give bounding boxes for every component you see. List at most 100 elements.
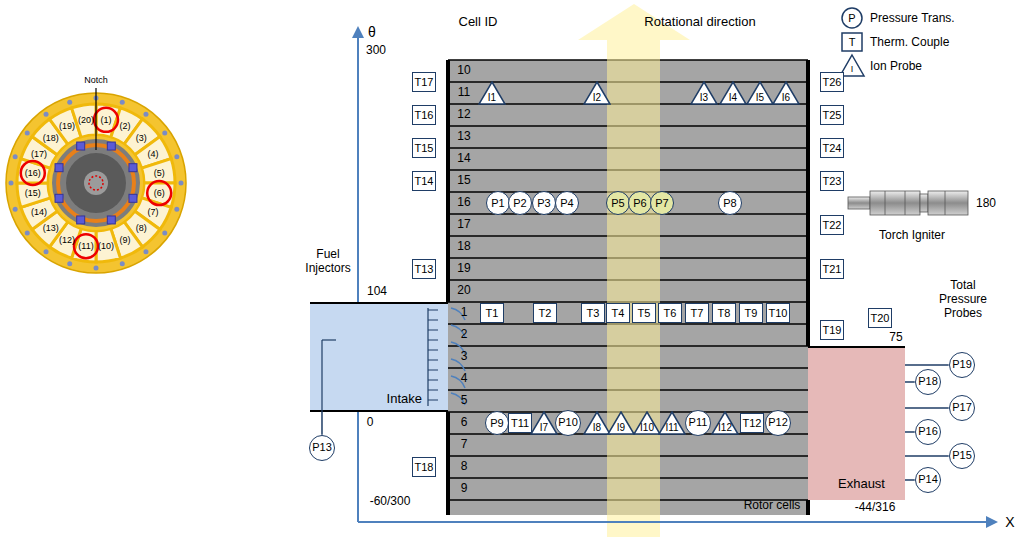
sensor-id: I12	[718, 423, 732, 433]
thermocouple: T23	[820, 171, 845, 191]
sensor-id: T20	[871, 313, 890, 324]
diagram-label: θ	[368, 24, 376, 40]
rotor-cell-segment	[143, 249, 148, 254]
rotor-cell-segment	[67, 261, 72, 266]
sensor-id: I4	[729, 93, 737, 103]
cell-number: (2)	[120, 121, 131, 131]
cell-number: (18)	[43, 133, 59, 143]
cell-number: (7)	[148, 207, 159, 217]
sensor-id: I2	[593, 93, 601, 103]
rotor-cell-segment	[96, 229, 120, 262]
rotor-cell-segment	[174, 207, 179, 212]
rotor-wheel	[66, 153, 126, 213]
ion-probe: I1	[478, 81, 506, 105]
sensor-id: T22	[823, 220, 842, 231]
sensor-id: T2	[539, 308, 552, 319]
cell-id: 16	[457, 196, 470, 210]
thermocouple: T16	[412, 105, 437, 125]
ion-probe: I4	[719, 81, 747, 105]
pressure-transducer: P6	[628, 191, 652, 215]
pressure-transducer: P4	[555, 191, 579, 215]
pressure-transducer: P5	[606, 191, 630, 215]
cell-id: 12	[457, 108, 470, 122]
thermocouple: T13	[412, 259, 437, 279]
rotor-cell-segment	[17, 183, 50, 207]
sensor-id: I9	[617, 423, 625, 433]
sensor-id: T25	[823, 110, 842, 121]
thermocouple: T2	[533, 303, 557, 323]
ion-probe: I9	[607, 411, 635, 435]
hub-bolt	[107, 142, 115, 150]
rotor-cell-segment	[94, 108, 118, 132]
cell-number: (14)	[31, 207, 47, 217]
pressure-transducer: P18	[915, 369, 942, 396]
rotor-cell-segment	[13, 154, 18, 159]
sensor-id: T12	[743, 418, 762, 429]
pressure-transducer: P3	[532, 191, 556, 215]
sensor-id: P3	[537, 198, 550, 209]
cell-id: 4	[461, 372, 468, 386]
thermocouple: T18	[412, 457, 437, 477]
diagram-label: 75	[889, 331, 902, 345]
hub-bolt	[129, 194, 137, 202]
axis	[357, 36, 359, 522]
legend-text: Pressure Trans.	[870, 11, 955, 25]
sensor-id: I10	[640, 423, 654, 433]
thermocouple: T11	[508, 413, 532, 433]
injector-rail	[310, 302, 448, 412]
sensor-id: P15	[952, 450, 972, 461]
pressure-transducer: P2	[508, 191, 532, 215]
sensor-id: T19	[823, 325, 842, 336]
rotor-cell-segment	[25, 230, 30, 235]
cell-number: (13)	[43, 223, 59, 233]
thermocouple: T26	[820, 72, 845, 92]
thermocouple: T20	[868, 308, 893, 328]
rotor-wheel	[52, 139, 140, 227]
ion-probe: I3	[690, 81, 718, 105]
rotor-cell-segment	[25, 131, 30, 136]
diagram-label: Cell ID	[458, 15, 497, 30]
cell-id: 6	[461, 416, 468, 430]
cell-number: (15)	[25, 188, 41, 198]
cell-number: (10)	[98, 241, 114, 251]
rotor-cell-segment	[142, 159, 175, 183]
sensor-id: T21	[823, 264, 842, 275]
sensor-id: P6	[633, 198, 646, 209]
sensor-id: P17	[952, 402, 972, 413]
axis	[352, 26, 364, 38]
wall	[446, 60, 450, 302]
torch-igniter	[885, 191, 886, 215]
thermocouple: T3	[581, 303, 605, 323]
sensor-id: T4	[612, 308, 625, 319]
diagram-label: Notch	[84, 75, 108, 85]
torch-igniter	[928, 191, 968, 215]
thermocouple: T22	[820, 215, 845, 235]
sensor-id: T13	[415, 264, 434, 275]
rotor-wheel	[58, 145, 134, 221]
cell-number: (20)	[78, 115, 94, 125]
rotor-cell-segment	[120, 261, 125, 266]
thermocouple: T4	[606, 303, 630, 323]
thermocouple: T14	[412, 171, 437, 191]
torch-igniter	[945, 191, 946, 215]
rotor-cell-segment	[21, 161, 45, 185]
sensor-id: T1	[486, 308, 499, 319]
thermocouple: T10	[766, 303, 791, 323]
diagram-label: 300	[366, 44, 386, 58]
ion-probe: I7	[530, 411, 558, 435]
legend-symbol	[842, 8, 862, 28]
pressure-transducer: P15	[949, 443, 976, 470]
torch-igniter	[905, 191, 906, 215]
sensor-id: P10	[558, 417, 578, 428]
thermocouple: T25	[820, 105, 845, 125]
torch-igniter	[848, 197, 870, 209]
pressure-transducer: P14	[915, 467, 942, 494]
rotor-wheel	[49, 136, 143, 230]
cell-id: 5	[461, 394, 468, 408]
diagram-label: 180	[976, 197, 996, 211]
cell-number: (19)	[59, 121, 75, 131]
exhaust-region: Exhaust	[808, 346, 905, 500]
cell-number: (12)	[59, 235, 75, 245]
sensor-id: T3	[587, 308, 600, 319]
sensor-id: T18	[415, 462, 434, 473]
